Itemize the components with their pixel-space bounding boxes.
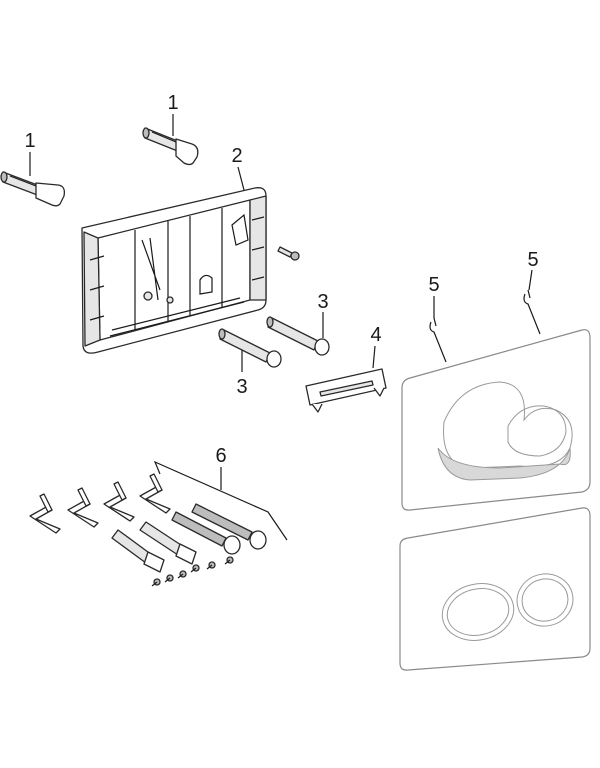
part-5-hook-right [523, 289, 541, 335]
part-3-rod-upper [266, 316, 330, 356]
cover-plate-upper [401, 329, 591, 511]
callout-4: 4 [370, 324, 381, 346]
part-1-bolt-upper [142, 127, 199, 166]
part-6-rods [111, 503, 267, 573]
part-4-clip [305, 368, 387, 413]
leader-6-bracket [153, 460, 288, 541]
leader-5b [528, 269, 533, 291]
leader-2 [237, 166, 245, 191]
callout-5-left: 5 [428, 274, 439, 296]
callout-5-right: 5 [527, 249, 538, 271]
part-6-angle-brackets [29, 473, 171, 534]
callout-3-upper: 3 [317, 291, 328, 313]
part-5-hook-left [429, 317, 447, 363]
part-2-mounting-frame [81, 187, 267, 354]
callout-1-upper: 1 [167, 92, 178, 114]
part-1-bolt-left [0, 171, 66, 207]
callout-1-left: 1 [24, 130, 35, 152]
callout-2: 2 [231, 145, 242, 167]
leader-4 [372, 345, 376, 369]
callout-3-lower: 3 [236, 376, 247, 398]
callout-6: 6 [215, 445, 226, 467]
part-3-rod-lower [218, 328, 282, 368]
screw-small [277, 246, 300, 261]
cover-plate-lower [399, 507, 591, 671]
part-6-screws [151, 556, 234, 587]
